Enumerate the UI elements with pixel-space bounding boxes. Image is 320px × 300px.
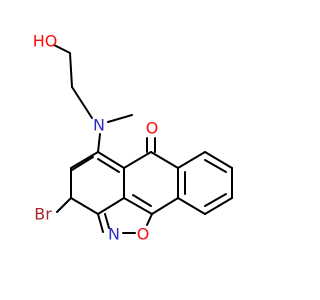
bond-c2-n	[71, 86, 93, 119]
bond-c3-br	[56, 197, 72, 213]
bond-c5a-c5-double	[97, 158, 120, 173]
atom-carbonyl-o-label: O	[146, 119, 159, 138]
atom-hydroxyl-label: HO	[33, 32, 58, 51]
structure-svg: HO N O Br N O	[33, 32, 233, 244]
bond-c6-c6a	[150, 151, 179, 169]
bond-c1-c2	[69, 52, 73, 88]
bond-c4-c4-double	[71, 156, 94, 171]
bond-c3-c3a	[70, 197, 99, 215]
bond-c9-c10-double	[204, 193, 227, 207]
bond-o-c11	[146, 213, 153, 226]
bond-c3a-n-double	[104, 213, 110, 229]
atom-ring-n-label: N	[108, 225, 120, 244]
bond-c11-c10b	[123, 197, 153, 215]
bond-c5-c4	[70, 151, 99, 169]
atom-ring-o-label: O	[137, 225, 150, 244]
bond-n-methyl	[107, 114, 133, 123]
bond-c5a-c5	[97, 151, 125, 169]
bond-c11-c11-inner	[132, 194, 152, 207]
bond-c7-c8	[204, 151, 233, 169]
bond-n-c5	[97, 133, 101, 153]
bond-c5a-c6	[123, 151, 152, 169]
bond-c3a-c10b	[97, 197, 125, 215]
bond-c10-c10a	[177, 197, 206, 215]
bond-ho-c1	[53, 44, 71, 54]
molecule-diagram: HO N O Br N O	[32, 31, 233, 244]
bond-c9-c10	[204, 197, 233, 215]
bond-c3a-n	[97, 213, 104, 233]
bond-c10a-c11	[151, 197, 179, 215]
bond-c6a-c7	[177, 151, 206, 169]
atom-bromine-label: Br	[34, 205, 52, 224]
bond-c7-c8-double	[204, 159, 227, 173]
atom-amine-n-label: N	[93, 116, 105, 135]
